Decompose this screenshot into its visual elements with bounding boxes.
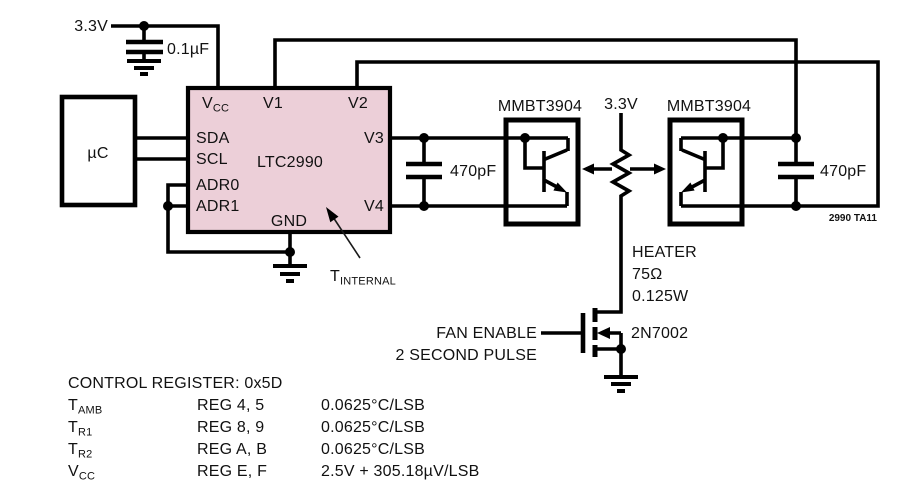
- pin-label-adr1: ADR1: [196, 198, 239, 215]
- heater-resistance: 75Ω: [632, 266, 662, 283]
- emitter-arrow-icon: [553, 182, 567, 193]
- table-row-param: VCC: [68, 463, 95, 483]
- heater-resistor: [582, 113, 666, 314]
- transistor-right-part: MMBT3904: [667, 98, 751, 115]
- param-main: T: [68, 397, 78, 414]
- mcu-block: [59, 94, 138, 208]
- junction-dot: [520, 133, 530, 143]
- bypass-capacitor: [126, 26, 163, 61]
- table-row-param: TR1: [68, 419, 92, 439]
- body-source-leads: [595, 331, 623, 377]
- heater-name: HEATER: [632, 244, 697, 261]
- npn-transistor-icon: [679, 136, 796, 206]
- junction-dot: [139, 21, 149, 31]
- ground-bar: [604, 375, 638, 393]
- transistor-left-part: MMBT3904: [498, 98, 582, 115]
- capacitor-icon: [406, 161, 442, 180]
- heater-power: 0.125W: [632, 288, 689, 305]
- param-main: V: [68, 463, 79, 480]
- pin-label-gnd: GND: [271, 213, 307, 230]
- vcc-main: V: [202, 95, 213, 112]
- figure-id-note: 2990 TA11: [829, 213, 878, 224]
- pin-label-sda: SDA: [196, 130, 230, 147]
- table-row-param: TR2: [68, 441, 92, 461]
- cap-right: [778, 138, 814, 206]
- supply-label-top-left: 3.3V: [74, 18, 108, 35]
- param-sub: R1: [78, 427, 92, 439]
- param-main: T: [68, 441, 78, 458]
- ltc2990-chip: [185, 85, 393, 235]
- internal-temp-pointer: [326, 207, 361, 259]
- junction-dot: [163, 201, 173, 211]
- fan-mosfet: [541, 308, 626, 377]
- ground-bar: [273, 264, 307, 283]
- capacitor-icon: [126, 39, 163, 55]
- table-header: CONTROL REGISTER: 0x5D: [68, 375, 283, 392]
- heat-arrow-right-icon: [654, 163, 666, 175]
- t-sub: INTERNAL: [340, 276, 396, 288]
- bypass-cap-value: 0.1µF: [167, 41, 209, 58]
- pin-label-adr0: ADR0: [196, 177, 239, 194]
- param-sub: CC: [79, 471, 95, 483]
- junction-dot: [791, 201, 801, 211]
- junction-dot: [285, 247, 295, 257]
- junction-dot: [791, 133, 801, 143]
- mosfet-part: 2N7002: [631, 325, 688, 342]
- net-v1: [273, 38, 798, 138]
- cap-left: [406, 138, 442, 206]
- fan-enable-line2: 2 SECOND PULSE: [395, 347, 537, 364]
- chip-part-number: LTC2990: [257, 154, 323, 171]
- emitter-arrow-icon: [681, 182, 695, 193]
- table-row-param: TAMB: [68, 397, 102, 417]
- junction-dot: [718, 133, 728, 143]
- fan-enable-line1: FAN ENABLE: [436, 325, 537, 342]
- pin-label-v2: V2: [348, 95, 368, 112]
- ground-icon-chip: [273, 264, 307, 283]
- cap-left-value: 470pF: [450, 163, 496, 180]
- cap-right-value: 470pF: [820, 163, 866, 180]
- transistor-box: [667, 117, 745, 227]
- pin-label-v3: V3: [364, 130, 384, 147]
- ground-icon-bypass: [127, 59, 161, 76]
- arrow-head-icon: [326, 207, 339, 223]
- ground-bar: [127, 59, 161, 76]
- pin-label-v4: V4: [364, 198, 384, 215]
- pin-label-vcc: VCC: [202, 95, 229, 115]
- param-main: T: [68, 419, 78, 436]
- resistor-icon: [595, 113, 633, 314]
- body-arrow-icon: [597, 327, 610, 339]
- junction-dot: [616, 344, 626, 354]
- register-table: CONTROL REGISTER: 0x5D TAMB REG 4, 5 0.0…: [68, 375, 479, 483]
- transistor-box: [503, 117, 581, 227]
- arrow-line: [332, 216, 361, 259]
- npn-transistor-icon: [506, 136, 570, 206]
- table-row-scale: 0.0625°C/LSB: [321, 419, 425, 436]
- table-row-scale: 2.5V + 305.18µV/LSB: [321, 463, 479, 480]
- heat-arrow-left-icon: [582, 163, 594, 175]
- param-sub: AMB: [78, 405, 102, 417]
- junction-dot: [419, 133, 429, 143]
- table-row-reg: REG A, B: [197, 441, 267, 458]
- transistor-right: [667, 117, 796, 227]
- table-row-reg: REG E, F: [197, 463, 267, 480]
- ground-icon-mosfet: [604, 375, 638, 393]
- table-row-scale: 0.0625°C/LSB: [321, 441, 425, 458]
- internal-temp-label: TINTERNAL: [330, 268, 396, 288]
- table-row-reg: REG 8, 9: [197, 419, 264, 436]
- table-row-reg: REG 4, 5: [197, 397, 264, 414]
- junction-dot: [419, 201, 429, 211]
- mcu-label: µC: [87, 145, 108, 162]
- table-row-scale: 0.0625°C/LSB: [321, 397, 425, 414]
- transistor-left: [503, 117, 581, 227]
- vcc-sub: CC: [213, 103, 229, 115]
- t-main: T: [330, 268, 340, 285]
- pin-label-scl: SCL: [196, 151, 228, 168]
- param-sub: R2: [78, 449, 92, 461]
- net-v2: [355, 60, 880, 208]
- heater-supply-label: 3.3V: [604, 96, 638, 113]
- pin-label-v1: V1: [263, 95, 283, 112]
- capacitor-icon: [778, 161, 814, 180]
